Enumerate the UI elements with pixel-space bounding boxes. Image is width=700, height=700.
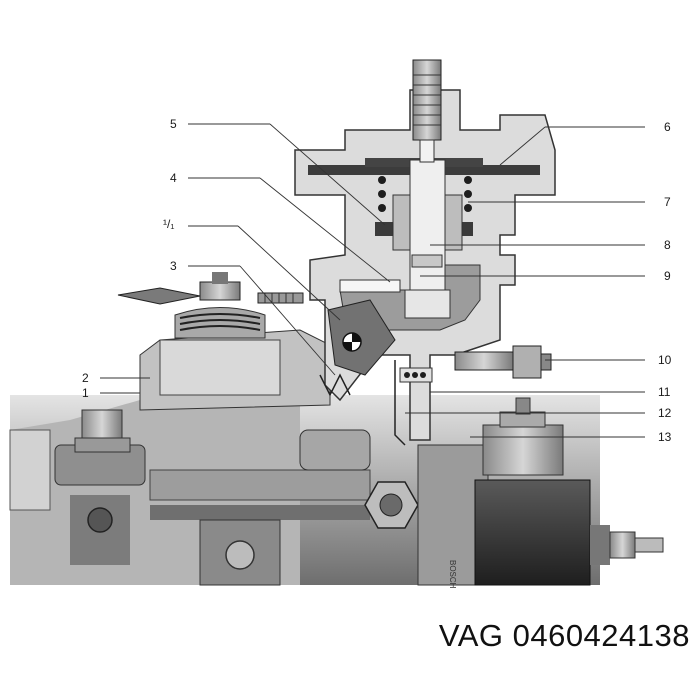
callout-5: 5 (170, 117, 177, 131)
governor-housing (117, 272, 331, 411)
svg-text:BOSCH: BOSCH (448, 560, 457, 589)
callout-2: 2 (82, 371, 89, 385)
callout-4: 4 (170, 171, 177, 185)
callout-8: 8 (664, 238, 671, 252)
callout-labels: 5 4 ¹/₁ 3 2 1 6 7 8 9 10 11 12 13 (82, 117, 672, 444)
pump-body: BOSCH (9, 395, 664, 589)
callout-7: 7 (664, 195, 671, 209)
cutaway-section (294, 59, 556, 446)
callout-fraction: ¹/₁ (163, 217, 174, 231)
callout-13: 13 (658, 430, 672, 444)
callout-11: 11 (658, 385, 671, 399)
callout-10: 10 (658, 353, 672, 367)
leader-lines (100, 123, 645, 438)
callout-9: 9 (664, 269, 671, 283)
callout-6: 6 (664, 120, 671, 134)
brand-part-number: VAG 0460424138 (438, 618, 690, 653)
callout-1: 1 (82, 386, 89, 400)
callout-3: 3 (170, 259, 177, 273)
callout-12: 12 (658, 406, 672, 420)
